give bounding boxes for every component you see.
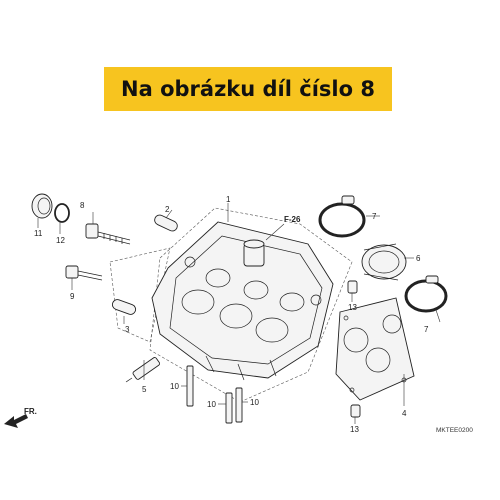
- sleeve-part-2: [154, 214, 178, 232]
- part-label-9: 9: [70, 292, 75, 301]
- reference-label: F-26: [284, 215, 301, 224]
- part-label-7-lower: 7: [424, 325, 429, 334]
- part-label-13a: 13: [348, 303, 357, 312]
- front-arrow-icon: [4, 414, 28, 428]
- part-label-2: 2: [165, 205, 170, 214]
- dowels-part-13: [347, 280, 361, 418]
- banner: Na obrázku díl číslo 8: [104, 67, 392, 111]
- part-label-6: 6: [416, 254, 421, 263]
- gasket-part-4: [335, 297, 415, 401]
- part-label-8: 8: [80, 201, 85, 210]
- bolt-part-8: [85, 223, 131, 245]
- dowel-part-3: [111, 299, 137, 315]
- part-label-4: 4: [402, 409, 407, 418]
- bolt-part-9: [65, 265, 103, 281]
- insulator-part-6: [361, 243, 407, 281]
- banner-text: Na obrázku díl číslo 8: [121, 77, 375, 101]
- part-label-5: 5: [142, 385, 147, 394]
- oring-part-12: [54, 203, 70, 223]
- part-label-10c: 10: [250, 398, 259, 407]
- seal-part-11: [31, 193, 53, 219]
- part-label-3: 3: [125, 325, 130, 334]
- part-label-11: 11: [34, 229, 43, 238]
- drawing-code: MKTEE0200: [436, 427, 473, 434]
- aux-outline: [109, 247, 171, 343]
- part-label-13b: 13: [350, 425, 359, 434]
- part-label-10a: 10: [170, 382, 179, 391]
- studs-part-10: [186, 365, 243, 424]
- fitting: [243, 239, 265, 267]
- clamp-part-7-upper: [318, 195, 366, 238]
- part-label-1: 1: [226, 195, 231, 204]
- cylinder-head: [151, 221, 334, 381]
- direction-label: FR.: [24, 407, 37, 416]
- spark-plug-part-5: [125, 357, 161, 383]
- part-label-12: 12: [56, 236, 65, 245]
- part-label-10b: 10: [207, 400, 216, 409]
- part-label-7-upper: 7: [372, 212, 377, 221]
- clamp-part-7-lower: [404, 275, 448, 313]
